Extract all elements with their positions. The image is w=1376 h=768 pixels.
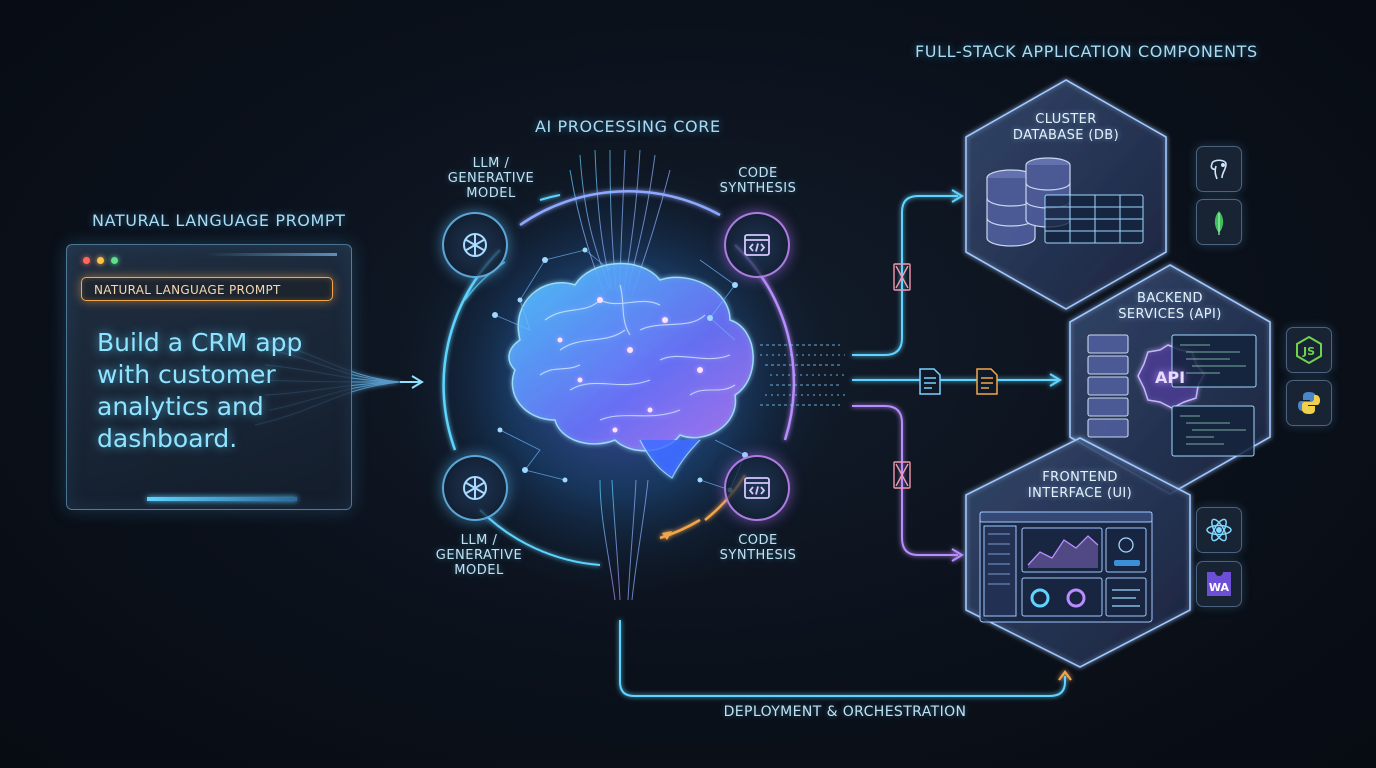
webassembly-icon: WA <box>1207 572 1231 596</box>
openai-icon <box>463 233 487 257</box>
code-window-icon <box>744 477 770 499</box>
mongodb-tile[interactable] <box>1196 199 1242 245</box>
brain-illustration <box>508 262 754 479</box>
python-tile[interactable] <box>1286 380 1332 426</box>
prompt-line: Build a CRM app <box>97 328 303 357</box>
prompt-line: with customer <box>97 360 276 389</box>
python-icon <box>1298 392 1320 414</box>
ai-processing-core-title: AI PROCESSING CORE <box>535 117 721 136</box>
network-nodes <box>494 249 746 491</box>
database-table <box>1044 194 1144 244</box>
code-window-icon <box>744 234 770 256</box>
window-dot-green <box>111 257 118 264</box>
js-text: JS <box>1302 345 1315 358</box>
react-tile[interactable] <box>1196 507 1242 553</box>
window-dot-yellow <box>97 257 104 264</box>
wa-text: WA <box>1209 581 1230 594</box>
dashboard-sidebar-lines <box>988 533 1010 585</box>
dashboard-chart <box>1027 535 1140 608</box>
code-synthesis-badge-bottom[interactable] <box>724 455 790 521</box>
llm-badge-bottom[interactable] <box>442 455 508 521</box>
prompt-line: dashboard. <box>97 424 238 453</box>
nodejs-tile[interactable]: JS <box>1286 327 1332 373</box>
server-stack <box>1087 334 1129 438</box>
prompt-window: NATURAL LANGUAGE PROMPT Build a CRM app … <box>66 244 352 510</box>
natural-language-prompt-title: NATURAL LANGUAGE PROMPT <box>92 211 346 230</box>
output-streams <box>760 344 845 406</box>
postgresql-icon <box>1210 159 1227 180</box>
window-top-bar-accent <box>207 253 337 256</box>
llm-badge-top[interactable] <box>442 212 508 278</box>
window-bottom-bar-accent <box>147 497 297 501</box>
openai-icon <box>463 476 487 500</box>
nodejs-icon: JS <box>1296 335 1322 365</box>
code-synthesis-badge-top[interactable] <box>724 212 790 278</box>
component-connectors <box>619 189 1072 697</box>
postgresql-tile[interactable] <box>1196 146 1242 192</box>
react-icon <box>1206 518 1232 542</box>
document-icons <box>919 368 998 395</box>
api-label: API <box>1154 368 1186 387</box>
code-lines <box>1180 344 1246 445</box>
fullstack-components-title: FULL-STACK APPLICATION COMPONENTS <box>915 42 1258 61</box>
prompt-input-field[interactable]: NATURAL LANGUAGE PROMPT <box>81 277 333 301</box>
window-dot-red <box>83 257 90 264</box>
webassembly-tile[interactable]: WA <box>1196 561 1242 607</box>
deployment-orchestration-label: DEPLOYMENT & ORCHESTRATION <box>723 704 967 720</box>
prompt-line: analytics and <box>97 392 264 421</box>
flow-markers <box>893 263 911 489</box>
mongodb-icon <box>1214 211 1224 235</box>
prompt-text: Build a CRM app with customer analytics … <box>97 327 337 455</box>
